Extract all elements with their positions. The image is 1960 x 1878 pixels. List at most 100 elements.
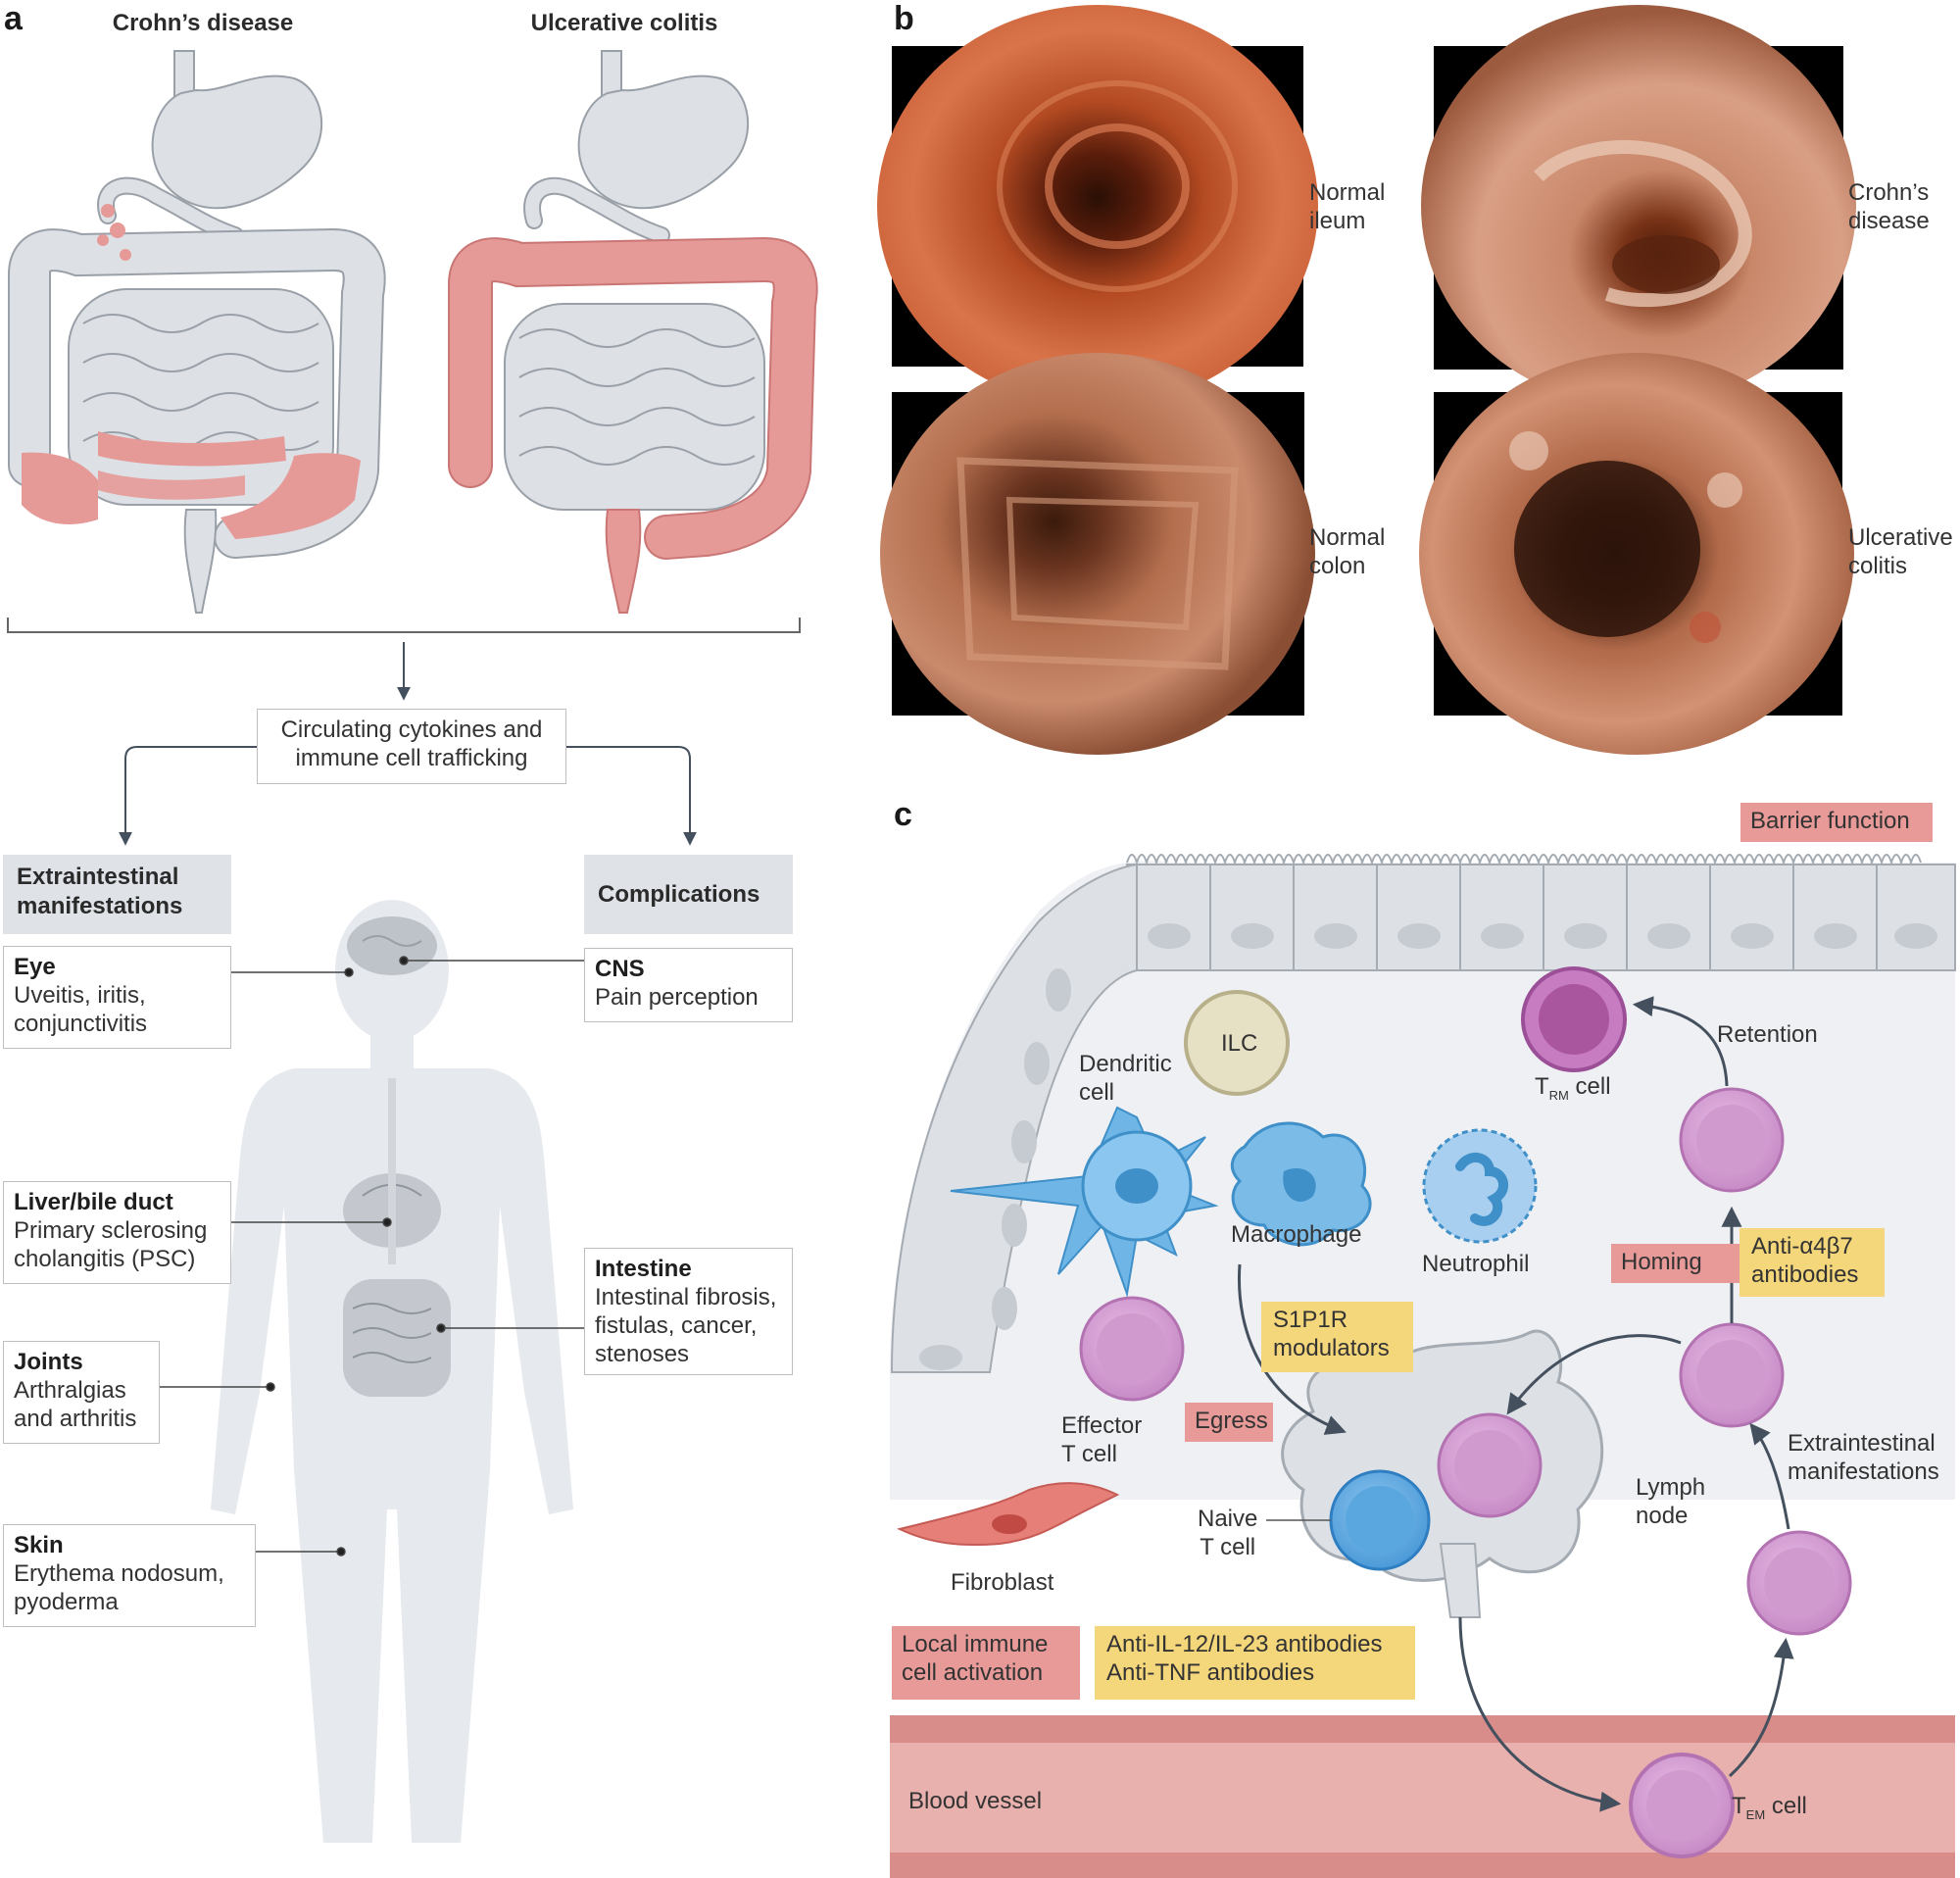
liver-title: Liver/bile duct bbox=[14, 1189, 173, 1215]
panel-a-connectors bbox=[7, 618, 801, 846]
anti-il-label: Anti-IL-12/IL-23 antibodies Anti-TNF ant… bbox=[1095, 1626, 1415, 1700]
ilc-label: ILC bbox=[1221, 1030, 1258, 1057]
crohns-line-2: disease bbox=[1848, 208, 1930, 234]
s1p1r-line-2: modulators bbox=[1273, 1335, 1390, 1361]
panel-letter-b: b bbox=[894, 0, 914, 37]
uc-line-2: colitis bbox=[1848, 553, 1908, 579]
trm-label: TRM cell bbox=[1535, 1072, 1611, 1110]
anti-a4b7-line-2: antibodies bbox=[1751, 1261, 1859, 1288]
effector-line-2: T cell bbox=[1061, 1441, 1117, 1467]
macrophage-label: Macrophage bbox=[1231, 1221, 1362, 1248]
normal-ileum-line-1: Normal bbox=[1309, 179, 1386, 206]
skin-line-2: pyoderma bbox=[14, 1589, 119, 1615]
intestine-line-1: Intestinal fibrosis, bbox=[595, 1284, 777, 1310]
body-leader-lines bbox=[159, 956, 584, 1557]
ilc-cell bbox=[1184, 990, 1290, 1096]
retention-label: Retention bbox=[1717, 1021, 1818, 1048]
barrier-function-label: Barrier function bbox=[1740, 803, 1933, 842]
uc-line-1: Ulcerative bbox=[1848, 524, 1953, 551]
naive-label: Naive T cell bbox=[1198, 1505, 1257, 1561]
circulating-t-cell-mid-nucleus bbox=[1696, 1340, 1767, 1410]
crohns-line-1: Crohn’s bbox=[1848, 179, 1930, 206]
uc-gi-tract-illustration bbox=[448, 50, 818, 614]
trm-rest: cell bbox=[1568, 1073, 1611, 1100]
liver-line-1: Primary sclerosing bbox=[14, 1217, 208, 1244]
normal-colon-line-2: colon bbox=[1309, 553, 1366, 579]
joints-line-2: and arthritis bbox=[14, 1406, 137, 1432]
dendritic-cell bbox=[950, 1106, 1219, 1298]
skin-box: Skin Erythema nodosum, pyoderma bbox=[3, 1524, 256, 1627]
tem-sub: EM bbox=[1745, 1806, 1766, 1822]
extraint-c-line-2: manifestations bbox=[1788, 1458, 1939, 1485]
trm-cell-nucleus bbox=[1539, 984, 1609, 1055]
homing-label: Homing bbox=[1611, 1244, 1746, 1283]
eye-title: Eye bbox=[14, 954, 56, 980]
fibroblast-nucleus bbox=[992, 1514, 1027, 1534]
label-normal-ileum: Normal ileum bbox=[1309, 178, 1385, 235]
endoscopy-normal-colon bbox=[880, 353, 1315, 755]
anti-a4b7-label: Anti-α4β7 antibodies bbox=[1740, 1228, 1885, 1297]
cns-box: CNS Pain perception bbox=[584, 948, 793, 1022]
macrophage-cell bbox=[1230, 1121, 1372, 1247]
intestine-line-3: stenoses bbox=[595, 1341, 690, 1367]
joints-line-1: Arthralgias bbox=[14, 1377, 126, 1404]
effector-t-cell-nucleus bbox=[1097, 1313, 1167, 1384]
eye-line-1: Uveitis, iritis, bbox=[14, 982, 146, 1009]
endoscopy-uc bbox=[1419, 353, 1854, 755]
neutrophil-cell bbox=[1422, 1128, 1538, 1244]
label-uc: Ulcerative colitis bbox=[1848, 523, 1953, 580]
lymph-label: Lymph node bbox=[1636, 1473, 1705, 1530]
anti-il-line-1: Anti-IL-12/IL-23 antibodies bbox=[1106, 1631, 1383, 1657]
crohns-gi-tract-illustration bbox=[8, 50, 386, 614]
cns-title: CNS bbox=[595, 956, 645, 982]
label-normal-colon: Normal colon bbox=[1309, 523, 1385, 580]
liver-line-2: cholangitis (PSC) bbox=[14, 1246, 196, 1272]
uc-title: Ulcerative colitis bbox=[531, 10, 718, 36]
lymph-line-1: Lymph bbox=[1636, 1474, 1706, 1501]
extraintestinal-header: Extraintestinal manifestations bbox=[3, 855, 231, 934]
liver-box: Liver/bile duct Primary sclerosing chola… bbox=[3, 1181, 231, 1284]
joints-box: Joints Arthralgias and arthritis bbox=[3, 1341, 160, 1444]
local-immune-line-2: cell activation bbox=[902, 1659, 1044, 1686]
trm-sub: RM bbox=[1548, 1087, 1569, 1103]
s1p1r-line-1: S1P1R bbox=[1273, 1307, 1348, 1333]
fibroblast-cell bbox=[896, 1482, 1120, 1547]
egress-label: Egress bbox=[1185, 1403, 1273, 1442]
crohns-title: Crohn’s disease bbox=[113, 10, 294, 36]
trm-main: T bbox=[1535, 1073, 1549, 1100]
naive-t-cell-nucleus bbox=[1346, 1486, 1414, 1555]
lymph-node-t-cell-nucleus bbox=[1454, 1430, 1525, 1501]
blood-vessel-label: Blood vessel bbox=[908, 1788, 1043, 1814]
effector-label: Effector T cell bbox=[1061, 1411, 1142, 1468]
s1p1r-label: S1P1R modulators bbox=[1261, 1302, 1413, 1372]
endoscopy-normal-ileum bbox=[877, 5, 1318, 407]
normal-ileum-line-2: ileum bbox=[1309, 208, 1366, 234]
intestine-title: Intestine bbox=[595, 1256, 692, 1282]
local-immune-line-1: Local immune bbox=[902, 1631, 1049, 1657]
neutrophil-label: Neutrophil bbox=[1422, 1251, 1530, 1277]
intestine-box: Intestine Intestinal fibrosis, fistulas,… bbox=[584, 1248, 793, 1375]
cytokine-line-1: Circulating cytokines and bbox=[280, 717, 543, 743]
normal-colon-line-1: Normal bbox=[1309, 524, 1386, 551]
circulating-t-cell-low-nucleus bbox=[1764, 1548, 1835, 1618]
circulating-t-cell-top-nucleus bbox=[1696, 1105, 1767, 1175]
blood-vessel-illustration bbox=[890, 1715, 1955, 1878]
panel-letter-a: a bbox=[4, 0, 24, 37]
label-crohns: Crohn’s disease bbox=[1848, 178, 1930, 235]
tem-main: T bbox=[1732, 1793, 1746, 1819]
intestine-line-2: fistulas, cancer, bbox=[595, 1312, 758, 1339]
eye-line-2: conjunctivitis bbox=[14, 1011, 148, 1037]
panel-letter-c: c bbox=[894, 796, 912, 833]
joints-title: Joints bbox=[14, 1349, 83, 1375]
skin-line-1: Erythema nodosum, bbox=[14, 1560, 224, 1587]
dendritic-line-1: Dendritic bbox=[1079, 1051, 1172, 1077]
anti-il-line-2: Anti-TNF antibodies bbox=[1106, 1659, 1315, 1686]
skin-title: Skin bbox=[14, 1532, 64, 1558]
cns-line-1: Pain perception bbox=[595, 984, 759, 1011]
naive-line-2: T cell bbox=[1200, 1534, 1256, 1560]
human-body-illustration bbox=[211, 900, 573, 1843]
fibroblast-label: Fibroblast bbox=[951, 1569, 1054, 1596]
cytokine-trafficking-box: Circulating cytokines and immune cell tr… bbox=[257, 709, 566, 784]
tem-rest: cell bbox=[1765, 1793, 1807, 1819]
